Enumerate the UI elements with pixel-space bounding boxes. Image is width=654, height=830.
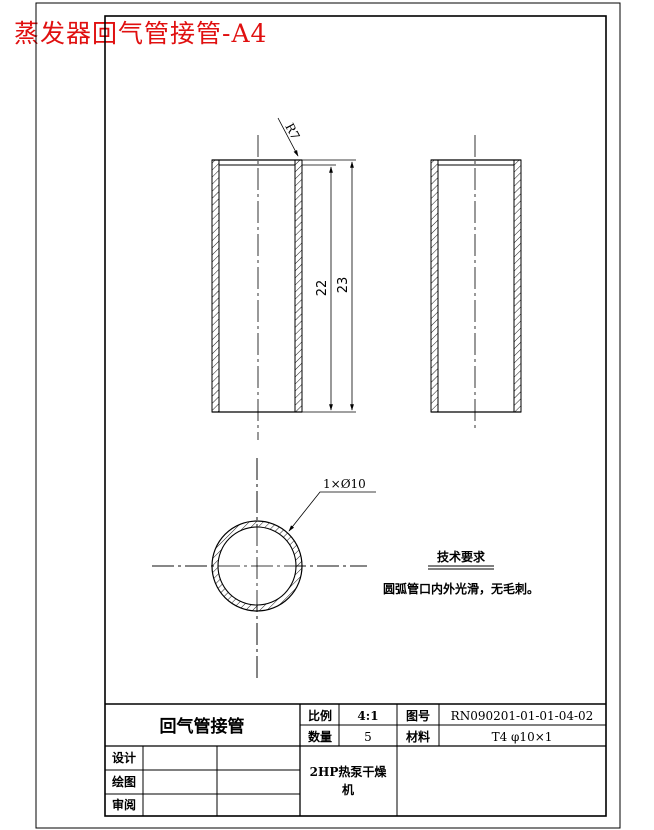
quantity-value: 5 [364, 730, 372, 744]
review-label: 审阅 [112, 797, 136, 812]
chamfer-label: 1×Ø10 [323, 477, 366, 491]
drawing-banner-title: 蒸发器回气管接管-A4 [14, 19, 268, 48]
drawing-no-label: 图号 [406, 708, 430, 723]
quantity-label: 数量 [308, 729, 332, 744]
drawing-no-value: RN090201-01-01-04-02 [451, 709, 594, 723]
scale-label: 比例 [308, 708, 332, 723]
product-name-line2: 机 [342, 782, 354, 797]
chamfer-leader-line [288, 491, 376, 532]
tech-requirements-text: 圆弧管口内外光滑，无毛刺。 [383, 581, 539, 596]
product-name-line1: 2HP热泵干燥 [310, 764, 388, 779]
part-name: 回气管接管 [160, 716, 245, 737]
design-label: 设计 [112, 750, 136, 765]
tube-section-view [211, 135, 303, 440]
dim-22-label: 22 [315, 280, 330, 297]
r7-leader-line [277, 117, 299, 157]
tube-outline-view [430, 135, 522, 432]
dim-23-label: 23 [336, 277, 351, 294]
scale-value: 4:1 [357, 709, 378, 723]
r7-label: R7 [282, 121, 302, 142]
tech-requirements-heading: 技术要求 [437, 549, 486, 564]
tube-end-view [152, 458, 367, 678]
height-dimensions [302, 159, 356, 413]
outer-frame [35, 2, 621, 829]
material-label: 材料 [405, 729, 430, 744]
title-block [105, 703, 606, 816]
material-value: T4 φ10×1 [492, 730, 553, 744]
drafting-label: 绘图 [112, 774, 136, 789]
inner-frame [104, 15, 607, 817]
